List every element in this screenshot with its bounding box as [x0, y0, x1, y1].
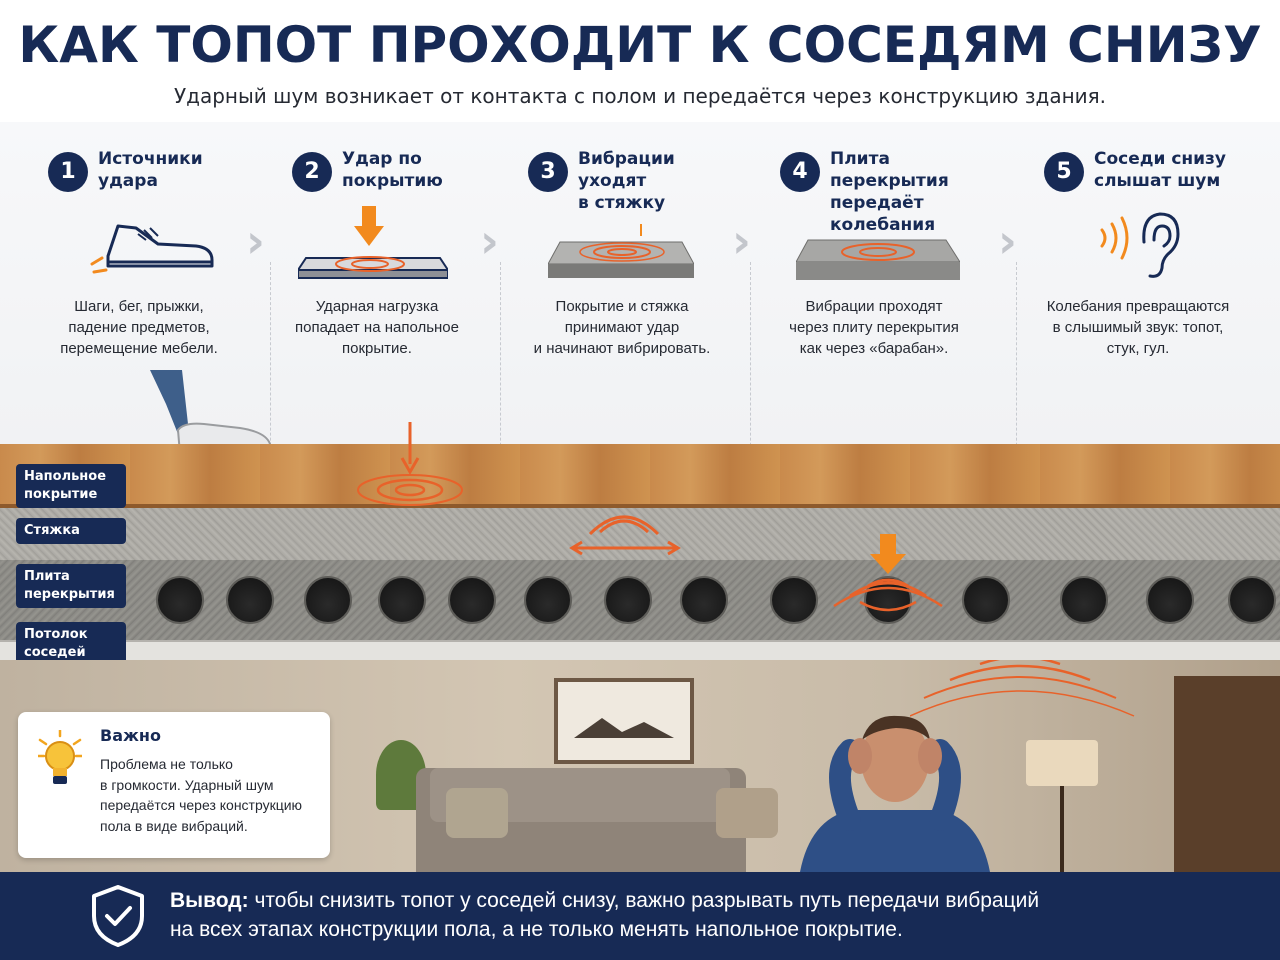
step-description: Ударная нагрузка попадает на напольное п…	[295, 298, 459, 357]
conclusion-body: чтобы снизить топот у соседей снизу, важ…	[170, 889, 1040, 941]
floor-covering-layer	[0, 444, 1280, 508]
floor-lamp-pole	[1060, 786, 1064, 872]
step-number-badge: 5	[1044, 152, 1084, 192]
chevron-right-icon: ›	[480, 214, 499, 268]
step-title: Соседи снизу слышат шум	[1094, 149, 1227, 191]
step-4: 4 Плита перекрытия передаёт колебания Ви…	[780, 122, 1012, 444]
screed-wave	[569, 515, 681, 556]
slab-void	[1146, 576, 1194, 624]
page-subtitle: Ударный шум возникает от контакта с поло…	[173, 84, 1107, 108]
chevron-right-icon: ›	[998, 214, 1017, 268]
step-number-badge: 2	[292, 152, 332, 192]
page-title: КАК ТОПОТ ПРОХОДИТ К СОСЕДЯМ СНИЗУ	[18, 16, 1262, 74]
note-text: Проблема не только в громкости. Ударный …	[100, 756, 303, 834]
step-title: Вибрации уходят в стяжку	[578, 149, 675, 213]
slab-void	[378, 576, 426, 624]
annoyed-man-illustration	[800, 715, 990, 872]
slab-void	[1060, 576, 1108, 624]
bookshelf	[1174, 676, 1280, 872]
step-3: 3 Вибрации уходят в стяжку Покрытие и ст…	[528, 122, 738, 444]
conclusion-footer: Вывод: чтобы снизить топот у соседей сни…	[0, 872, 1280, 960]
note-title: Важно	[100, 726, 161, 745]
slab-void	[524, 576, 572, 624]
step-1: 1 Источники удара Шаги, бег, прыжки, пад…	[48, 122, 268, 444]
room-below-scene	[0, 660, 1280, 872]
slab-void	[962, 576, 1010, 624]
step-5: 5 Соседи снизу слышат шум Колебания прев…	[1044, 122, 1264, 444]
step-description: Покрытие и стяжка принимают удар и начин…	[533, 298, 711, 357]
shield-check-icon	[90, 884, 146, 953]
floor-lamp	[1026, 740, 1098, 786]
conclusion-label: Вывод:	[170, 889, 249, 912]
step-title: Удар по покрытию	[342, 149, 443, 191]
important-note-card: Важно Проблема не только в громкости. Уд…	[18, 712, 330, 858]
steps-section: 1 Источники удара Шаги, бег, прыжки, пад…	[0, 122, 1280, 782]
slab-void	[226, 576, 274, 624]
shoe-icon	[88, 206, 238, 281]
sofa-pillow	[716, 788, 778, 838]
sofa-pillow	[446, 788, 508, 838]
slab-void	[156, 576, 204, 624]
layer-label-floor: Напольное покрытие	[16, 464, 126, 508]
slab-void	[304, 576, 352, 624]
layer-label-screed: Стяжка	[16, 518, 126, 544]
lightbulb-icon	[36, 728, 84, 795]
step-number-badge: 3	[528, 152, 568, 192]
slab-void	[448, 576, 496, 624]
step-title: Источники удара	[98, 149, 203, 191]
screed-layer	[0, 508, 1280, 560]
vibration-screed-icon	[547, 206, 695, 287]
step-2: 2 Удар по покрытию Ударная нагрузка попа…	[292, 122, 492, 444]
header: КАК ТОПОТ ПРОХОДИТ К СОСЕДЯМ СНИЗУ Ударн…	[0, 0, 1280, 122]
step-description: Шаги, бег, прыжки, падение предметов, пе…	[60, 298, 218, 357]
step-description: Вибрации проходят через плиту перекрытия…	[789, 298, 959, 357]
slab-wave	[833, 534, 943, 612]
chevron-right-icon: ›	[732, 214, 751, 268]
chevron-right-icon: ›	[246, 214, 265, 268]
layer-label-slab: Плита перекрытия	[16, 564, 126, 608]
slab-void	[680, 576, 728, 624]
sound-wave-ceiling	[910, 660, 1135, 717]
step-title: Плита перекрытия передаёт колебания	[830, 149, 949, 235]
step-number-badge: 4	[780, 152, 820, 192]
step-description: Колебания превращаются в слышимый звук: …	[1046, 298, 1230, 357]
ceiling-layer	[0, 640, 1280, 660]
slab-void	[604, 576, 652, 624]
ear-icon	[1094, 206, 1190, 287]
step-number-badge: 1	[48, 152, 88, 192]
impact-wave-floor	[357, 422, 463, 506]
impact-floor-icon	[296, 206, 450, 287]
slab-void	[770, 576, 818, 624]
slab-vibration-icon	[795, 206, 961, 287]
wall-painting	[554, 678, 694, 764]
conclusion-text: Вывод: чтобы снизить топот у соседей сни…	[170, 886, 1039, 944]
slab-void	[1228, 576, 1276, 624]
